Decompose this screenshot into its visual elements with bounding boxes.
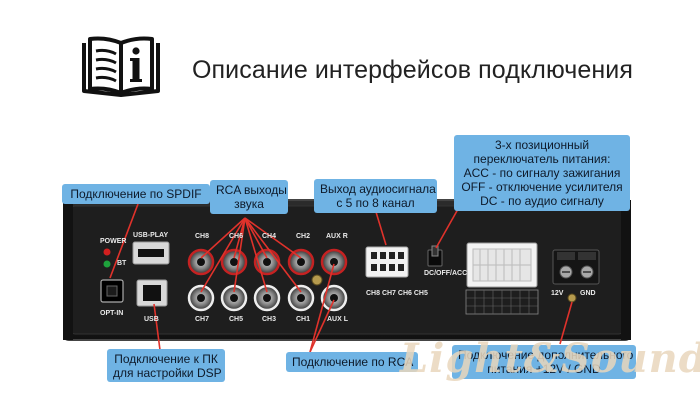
label-ch3: CH3 [262,316,277,323]
label-usb-play: USB-PLAY [133,232,169,239]
callout-extra-power-line2: питания +12V / GND [487,362,601,376]
label-aux-l: AUX L [327,316,348,323]
watermark-logo: Light&Sound [400,335,700,382]
label-dc-switch: DC/OFF/ACC [424,270,468,277]
callout-rca-out-line1: RCA выходы [216,183,287,197]
label-ch4: CH4 [262,233,277,240]
label-bt: BT [117,260,127,267]
callout-switch-line4: OFF - отключение усилителя [461,180,623,194]
callout-rca-out: RCA выходы звука [210,180,288,214]
label-ch5: CH5 [229,316,244,323]
label-ch7: CH7 [195,316,210,323]
callout-pc: Подключение к ПК для настройки DSP [107,349,225,382]
callout-pc-line2: для настройки DSP [113,366,222,380]
label-aux-r: AUX R [326,233,348,240]
dsp-device-back-panel [63,199,631,341]
callout-audio-out-line1: Выход аудиосигнала [320,182,436,196]
book-info-icon [82,36,160,97]
callout-power-switch: 3-х позиционный переключатель питания: A… [454,135,630,211]
label-12v: 12V [551,290,564,297]
label-ch8: CH8 [195,233,210,240]
callout-rca-out-line2: звука [234,197,264,211]
callout-extra-power-line1: Подключение дополнительного [458,348,634,362]
callout-switch-line5: DC - по аудио сигналу [480,194,604,208]
callout-audio-out-line2: с 5 по 8 канал [336,196,415,210]
callout-spdif: Подключение по SPDIF [62,184,210,204]
label-gnd: GND [580,290,596,297]
callout-rca-in: Подключение по RCA [286,352,418,372]
page-title: Описание интерфейсов подключения [192,56,633,84]
callout-rca-in-text: Подключение по RCA [292,355,414,369]
label-power: POWER [100,238,127,245]
label-opt-in: OPT-IN [100,310,124,317]
callout-switch-line2: переключатель питания: [473,152,611,166]
callout-spdif-text: Подключение по SPDIF [70,187,202,201]
callout-pc-line1: Подключение к ПК [114,352,218,366]
callout-switch-line1: 3-х позиционный [494,138,590,152]
label-ch6: CH6 [229,233,244,240]
callout-switch-line3: ACC - по сигналу зажигания [463,166,621,180]
label-ch2: CH2 [296,233,311,240]
callout-audio-out: Выход аудиосигнала с 5 по 8 канал [314,179,437,213]
label-usb: USB [144,316,159,323]
label-ch1: CH1 [296,316,311,323]
label-out-channels: CH8 CH7 CH6 CH5 [366,290,428,297]
callout-extra-power: Подключение дополнительного питания +12V… [452,345,636,379]
